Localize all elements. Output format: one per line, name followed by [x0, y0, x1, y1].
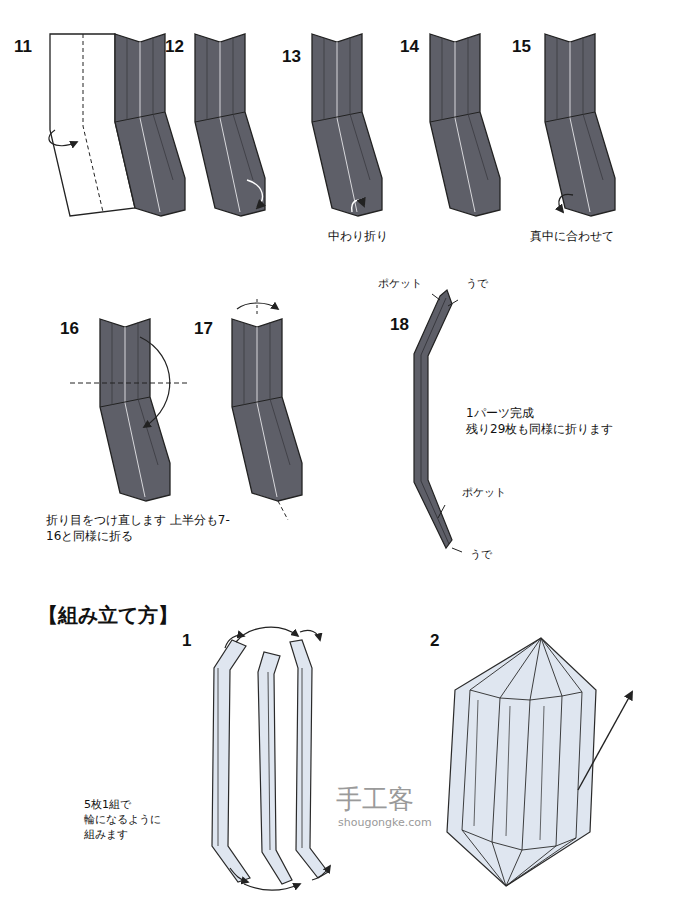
step-number: 16 — [60, 318, 79, 341]
step-number: 15 — [512, 36, 531, 59]
direction-arrow — [578, 692, 632, 790]
part-label: ポケット — [462, 486, 506, 501]
step-note: 折り目をつけ直します 上半分も7-16と同様に折る — [46, 512, 256, 544]
completion-note: 1パーツ完成 残り29枚も同様に折ります — [466, 405, 641, 437]
step-12-figure — [195, 34, 265, 216]
step-number: 2 — [430, 630, 439, 653]
step-number: 11 — [14, 36, 32, 59]
part-label: うで — [466, 277, 488, 292]
watermark: 手工客 — [336, 782, 414, 817]
watermark: shougongke.com — [338, 816, 432, 831]
step-number: 18 — [390, 314, 409, 337]
step-number: 14 — [400, 36, 419, 59]
step-number: 12 — [165, 36, 184, 59]
part-label: ポケット — [378, 277, 422, 292]
crystal-figure — [447, 638, 596, 886]
step-note: 真中に合わせて — [530, 228, 614, 244]
step-note: 中わり折り — [328, 228, 388, 244]
assembly-note: 5枚1組で 輪になるように 組みます — [84, 798, 184, 843]
step-number: 13 — [282, 46, 301, 69]
assembly-ring-figure — [212, 627, 330, 890]
step-13-figure — [312, 34, 382, 216]
step-number: 1 — [182, 630, 191, 653]
step-18-figure — [414, 290, 462, 552]
step-11-figure — [49, 34, 185, 216]
step-15-figure — [545, 34, 615, 216]
part-label: うで — [470, 548, 492, 563]
step-14-figure — [430, 34, 500, 216]
section-heading: 【組み立て方】 — [38, 602, 178, 629]
step-number: 17 — [194, 318, 213, 341]
step-17-figure — [232, 299, 302, 520]
step-16-figure — [70, 319, 190, 501]
